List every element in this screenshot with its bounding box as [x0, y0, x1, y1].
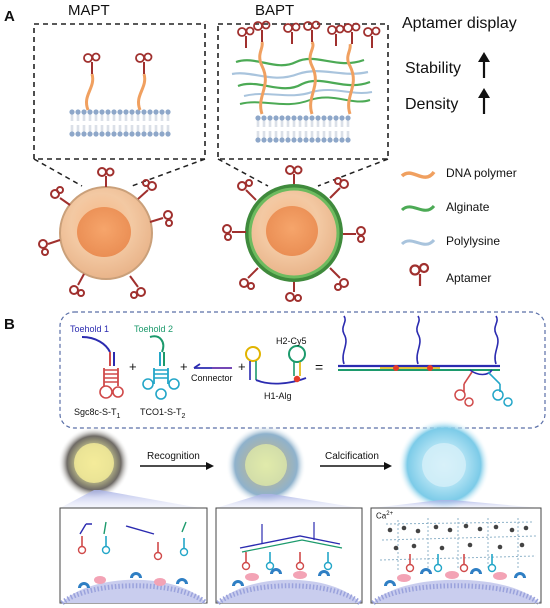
- alginate-legend-icon: [400, 204, 436, 212]
- calcification-label: Calcification: [325, 451, 379, 462]
- legend-dna-polymer: DNA polymer: [446, 166, 517, 180]
- toehold1-label: Toehold 1: [70, 324, 110, 334]
- mapt-membrane: [69, 109, 172, 138]
- sgc8c-construct: [81, 336, 124, 399]
- stability-up-arrow-icon: [478, 52, 490, 78]
- stability-label: Stability: [405, 60, 462, 77]
- bapt-membrane: [254, 115, 352, 144]
- h2-cy5-label: H2-Cy5: [276, 336, 307, 346]
- dna-polymer-legend-icon: [400, 170, 436, 179]
- assembled-scaffold: [338, 315, 513, 407]
- toehold2-label: Toehold 2: [134, 324, 174, 334]
- legend-polylysine: Polylysine: [446, 234, 501, 248]
- calcium-label: Ca2+: [376, 511, 394, 521]
- calcium-superscript: 2+: [386, 511, 394, 517]
- tco1-label: TCO1-S-T2: [140, 407, 186, 420]
- equals-sign: =: [315, 359, 324, 375]
- tco1-subscript: 2: [181, 412, 186, 420]
- bapt-title: BAPT: [255, 2, 295, 19]
- cell-recognized: [226, 425, 306, 505]
- sgc8c-subscript: 1: [116, 412, 121, 420]
- bapt-polymer-network: [231, 20, 381, 115]
- recognition-label: Recognition: [147, 451, 200, 462]
- polylysine-legend-icon: [400, 238, 436, 246]
- h1-alg-label: H1-Alg: [264, 391, 292, 401]
- cell-initial: [58, 427, 130, 499]
- plus-sign-2: +: [180, 359, 188, 374]
- plus-sign-1: +: [129, 359, 137, 374]
- sgc8c-label: Sgc8c-S-T1: [74, 407, 121, 420]
- panel-a-diagram: [33, 20, 490, 302]
- recognition-arrow-icon: [140, 462, 214, 470]
- connector-label: Connector: [191, 373, 233, 383]
- panel-b-letter: B: [4, 316, 15, 333]
- plus-sign-3: +: [238, 359, 246, 374]
- mapt-cell: [38, 167, 173, 299]
- box1-membrane: [60, 521, 208, 606]
- panel-a-letter: A: [4, 8, 15, 25]
- calcification-arrow-icon: [320, 462, 392, 470]
- hairpin-constructs: [245, 345, 307, 385]
- aptamer-display-heading: Aptamer display: [402, 15, 517, 32]
- tco1-construct: [142, 335, 180, 400]
- panel-b-diagram: [58, 311, 546, 606]
- box2-membrane: [216, 522, 362, 606]
- box3-membrane: [371, 518, 541, 606]
- legend-aptamer: Aptamer: [446, 271, 492, 285]
- cell-calcified: [398, 419, 490, 511]
- bapt-cell: [222, 165, 366, 302]
- aptamer-legend-icon: [409, 262, 430, 286]
- density-up-arrow-icon: [478, 88, 490, 114]
- mapt-dna-polymers: [83, 52, 153, 111]
- connector-strand: [193, 363, 232, 369]
- legend-alginate: Alginate: [446, 200, 490, 214]
- mapt-title: MAPT: [68, 2, 110, 19]
- density-label: Density: [405, 96, 459, 113]
